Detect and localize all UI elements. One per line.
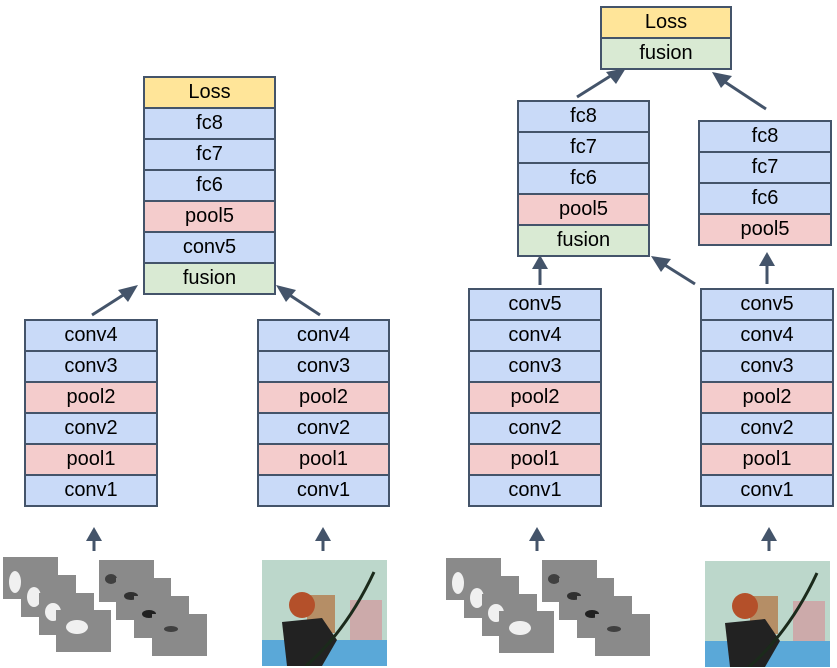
conv4-layer: conv4 xyxy=(702,321,832,352)
pool5-layer: pool5 xyxy=(519,195,648,226)
fc8-layer: fc8 xyxy=(700,122,830,153)
conv2-layer: conv2 xyxy=(26,414,156,445)
flow-frame xyxy=(152,614,207,656)
arrowhead-icon xyxy=(759,252,775,266)
flow-frame xyxy=(595,614,650,656)
arrowhead-icon xyxy=(118,285,138,302)
archer-image xyxy=(262,560,387,666)
fc6-layer: fc6 xyxy=(145,171,274,202)
arrowhead-icon xyxy=(86,527,102,541)
conv3-layer: conv3 xyxy=(702,352,832,383)
conv3-layer: conv3 xyxy=(259,352,388,383)
pool2-layer: pool2 xyxy=(26,383,156,414)
right-rgb-stream-stack: conv5 conv4 conv3 pool2 conv2 pool1 conv… xyxy=(700,288,834,507)
conv2-layer: conv2 xyxy=(259,414,388,445)
conv4-layer: conv4 xyxy=(259,321,388,352)
fc6-layer: fc6 xyxy=(700,184,830,215)
pool2-layer: pool2 xyxy=(702,383,832,414)
conv1-layer: conv1 xyxy=(26,476,156,505)
fc8-layer: fc8 xyxy=(519,102,648,133)
arrowhead-icon xyxy=(529,527,545,541)
right-top-stack: Loss fusion xyxy=(600,6,732,70)
fc7-layer: fc7 xyxy=(145,140,274,171)
fc8-layer: fc8 xyxy=(145,109,274,140)
right-flow-stream-stack: conv5 conv4 conv3 pool2 conv2 pool1 conv… xyxy=(468,288,602,507)
right-rgb-tower-stack: fc8 fc7 fc6 pool5 xyxy=(698,120,832,246)
arrow-tower-to-top-fusion xyxy=(576,73,613,99)
fusion-layer: fusion xyxy=(602,39,730,68)
pool5-layer: pool5 xyxy=(700,215,830,244)
pool1-layer: pool1 xyxy=(26,445,156,476)
left-rgb-stream-stack: conv4 conv3 pool2 conv2 pool1 conv1 xyxy=(257,319,390,507)
conv4-layer: conv4 xyxy=(470,321,600,352)
fc6-layer: fc6 xyxy=(519,164,648,195)
pool1-layer: pool1 xyxy=(702,445,832,476)
archer-image xyxy=(705,561,830,667)
left-rgb-frame-image xyxy=(262,560,387,666)
left-top-stack: Loss fc8 fc7 fc6 pool5 conv5 fusion xyxy=(143,76,276,295)
conv1-layer: conv1 xyxy=(702,476,832,505)
left-flow-stream-stack: conv4 conv3 pool2 conv2 pool1 conv1 xyxy=(24,319,158,507)
pool2-layer: pool2 xyxy=(259,383,388,414)
arrowhead-icon xyxy=(761,527,777,541)
pool1-layer: pool1 xyxy=(259,445,388,476)
arrowhead-icon xyxy=(651,256,671,272)
conv4-layer: conv4 xyxy=(26,321,156,352)
fc7-layer: fc7 xyxy=(519,133,648,164)
loss-layer: Loss xyxy=(145,78,274,109)
arrow-flow-to-fusion xyxy=(91,290,129,317)
fusion-layer: fusion xyxy=(145,264,274,293)
pool2-layer: pool2 xyxy=(470,383,600,414)
flow-frame xyxy=(56,610,111,652)
conv5-layer: conv5 xyxy=(145,233,274,264)
conv3-layer: conv3 xyxy=(470,352,600,383)
arrowhead-icon xyxy=(276,285,296,302)
loss-layer: Loss xyxy=(602,8,730,39)
conv3-layer: conv3 xyxy=(26,352,156,383)
arrowhead-icon xyxy=(315,527,331,541)
right-fusion-tower-stack: fc8 fc7 fc6 pool5 fusion xyxy=(517,100,650,257)
pool1-layer: pool1 xyxy=(470,445,600,476)
conv1-layer: conv1 xyxy=(470,476,600,505)
conv2-layer: conv2 xyxy=(702,414,832,445)
pool5-layer: pool5 xyxy=(145,202,274,233)
arrowhead-icon xyxy=(606,68,626,84)
arrow-rgbtower-to-top-fusion xyxy=(724,80,767,111)
fc7-layer: fc7 xyxy=(700,153,830,184)
conv2-layer: conv2 xyxy=(470,414,600,445)
arrowhead-icon xyxy=(532,255,548,269)
fusion-layer: fusion xyxy=(519,226,648,255)
conv1-layer: conv1 xyxy=(259,476,388,505)
conv5-layer: conv5 xyxy=(470,290,600,321)
right-rgb-frame-image xyxy=(705,561,830,667)
arrowhead-icon xyxy=(712,72,732,88)
conv5-layer: conv5 xyxy=(702,290,832,321)
flow-frame xyxy=(499,611,554,653)
